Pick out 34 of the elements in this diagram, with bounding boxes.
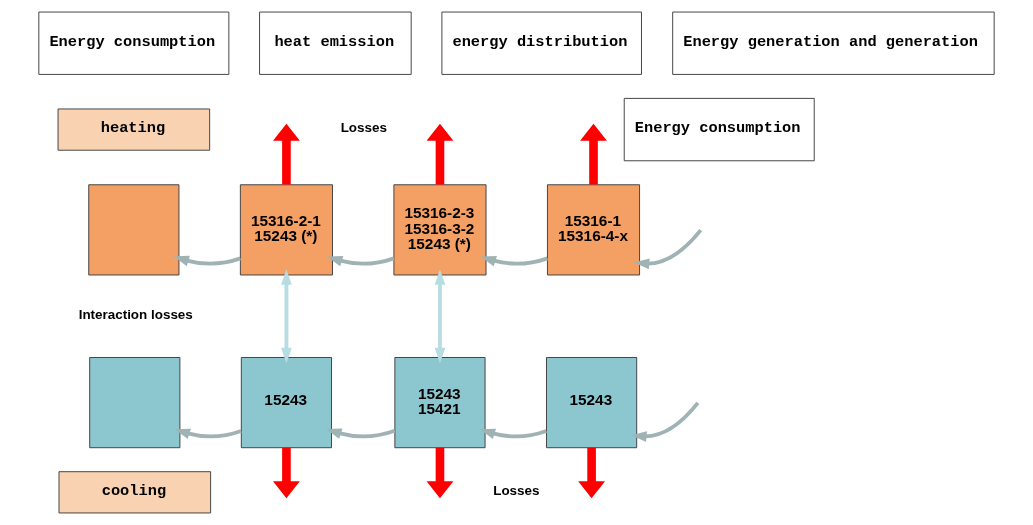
node-box [88, 184, 180, 276]
arrow [273, 123, 300, 185]
node-box: heat emission [259, 11, 412, 75]
node-box: Energy consumption [38, 11, 230, 75]
arrow [326, 428, 396, 439]
node-box: 15316-2-1 15243 (*) [239, 184, 333, 276]
arrow [633, 228, 703, 270]
arrow [426, 123, 454, 185]
label: Interaction losses [78, 306, 193, 322]
node-box: 15243 [546, 357, 638, 449]
node-box: 15316-2-3 15316-3-2 15243 (*) [393, 184, 487, 276]
arrow [578, 447, 606, 499]
node-box: 15243 15421 [394, 357, 486, 449]
arrow [327, 256, 395, 267]
arrow [580, 123, 607, 185]
node-box [89, 357, 181, 449]
node-box: heating [57, 108, 211, 151]
node-box: Energy generation and generation [672, 11, 995, 75]
node-box: Energy consumption [623, 97, 815, 162]
arrow [273, 447, 300, 499]
arrow [173, 255, 241, 267]
arrow [434, 269, 446, 364]
arrow [631, 401, 700, 442]
arrow [426, 447, 454, 499]
label: Losses [340, 120, 387, 136]
label: Losses [493, 482, 540, 498]
node-box: 15243 [240, 357, 332, 449]
arrow [479, 428, 547, 439]
arrow [174, 428, 242, 439]
node-box: energy distribution [441, 11, 642, 75]
node-box: 15316-1 15316-4-x [546, 184, 641, 276]
node-box: cooling [58, 471, 212, 514]
arrow [480, 256, 548, 267]
arrow [281, 269, 292, 364]
